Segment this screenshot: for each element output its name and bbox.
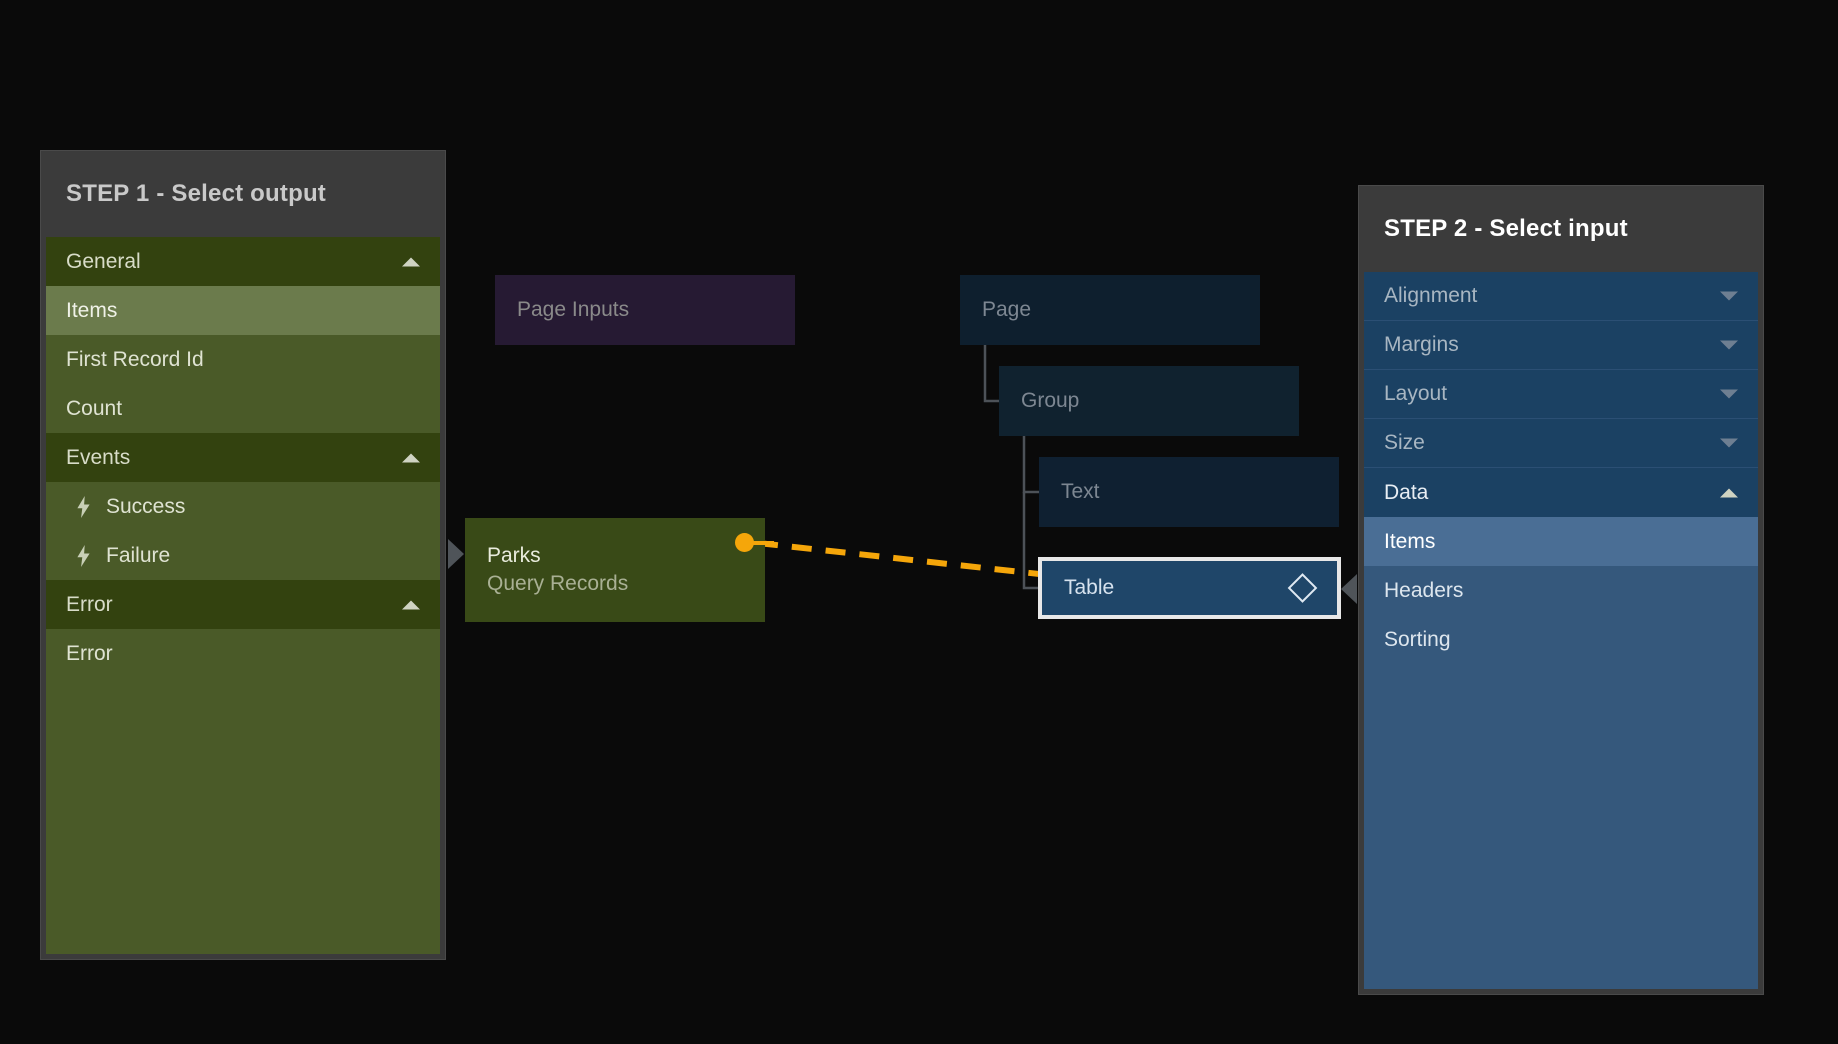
lightning-icon [72,496,94,518]
step1-label-first-record-id: First Record Id [66,348,204,372]
node-table-label: Table [1064,575,1114,602]
chevron-up-icon[interactable] [402,600,420,609]
parks-output-stub [752,541,774,545]
node-text[interactable]: Text [1039,457,1339,527]
step2-label-layout: Layout [1384,382,1447,406]
step2-label-sorting: Sorting [1384,628,1451,652]
chevron-up-icon[interactable] [402,257,420,266]
step1-row-failure[interactable]: Failure [46,531,440,580]
step2-row-margins[interactable]: Margins [1364,321,1758,370]
step1-label-error: Error [66,642,113,666]
step1-output-pointer-icon [448,539,464,569]
step2-label-data: Data [1384,481,1428,505]
step-2-title: STEP 2 - Select input [1359,186,1763,272]
node-page-inputs[interactable]: Page Inputs [495,275,795,345]
tree-line-group-text [1024,436,1039,492]
step2-row-layout[interactable]: Layout [1364,370,1758,419]
step1-row-items[interactable]: Items [46,286,440,335]
step1-label-count: Count [66,397,122,421]
chevron-up-icon[interactable] [1720,488,1738,497]
step2-label-margins: Margins [1384,333,1459,357]
step2-row-alignment[interactable]: Alignment [1364,272,1758,321]
step-1-title: STEP 1 - Select output [41,151,445,237]
step1-label-general: General [66,250,141,274]
node-group[interactable]: Group [999,366,1299,436]
step1-label-failure: Failure [106,544,170,568]
step2-label-size: Size [1384,431,1425,455]
step2-row-items[interactable]: Items [1364,517,1758,566]
step2-row-sorting[interactable]: Sorting [1364,615,1758,664]
step1-row-success[interactable]: Success [46,482,440,531]
step2-row-data[interactable]: Data [1364,468,1758,517]
step2-row-size[interactable]: Size [1364,419,1758,468]
step-2-list: Alignment Margins Layout Size Data Items [1364,272,1758,989]
node-page-inputs-label: Page Inputs [517,297,629,324]
node-group-label: Group [1021,388,1079,415]
chevron-up-icon[interactable] [402,453,420,462]
node-page-label: Page [982,297,1031,324]
step2-row-headers[interactable]: Headers [1364,566,1758,615]
step1-row-error[interactable]: Error [46,629,440,678]
step1-row-events[interactable]: Events [46,433,440,482]
step1-label-items: Items [66,299,117,323]
chevron-down-icon[interactable] [1720,292,1738,301]
node-parks-subtitle: Query Records [487,572,628,596]
node-text-label: Text [1061,479,1100,506]
chevron-down-icon[interactable] [1720,390,1738,399]
step-2-panel: STEP 2 - Select input Alignment Margins … [1358,185,1764,995]
step1-label-success: Success [106,495,185,519]
step1-label-error-group: Error [66,593,113,617]
tree-line-group-table [1024,492,1038,588]
step2-label-alignment: Alignment [1384,284,1477,308]
node-parks-query-records[interactable]: Parks Query Records [465,518,765,622]
tree-line-page-group [985,345,999,401]
step1-row-first-record-id[interactable]: First Record Id [46,335,440,384]
lightning-icon [72,545,94,567]
parks-output-socket[interactable] [735,533,754,552]
step1-label-events: Events [66,446,130,470]
step2-label-headers: Headers [1384,579,1463,603]
step2-label-items: Items [1384,530,1435,554]
step1-row-error-group[interactable]: Error [46,580,440,629]
step2-input-pointer-icon [1341,574,1357,604]
step-1-panel: STEP 1 - Select output General Items Fir… [40,150,446,960]
node-page[interactable]: Page [960,275,1260,345]
node-table[interactable]: Table [1038,557,1341,619]
chevron-down-icon[interactable] [1720,439,1738,448]
diamond-icon[interactable] [1288,573,1318,603]
step-1-list: General Items First Record Id Count Even… [46,237,440,954]
node-parks-title: Parks [487,544,541,568]
step1-row-general[interactable]: General [46,237,440,286]
chevron-down-icon[interactable] [1720,341,1738,350]
step1-row-count[interactable]: Count [46,384,440,433]
